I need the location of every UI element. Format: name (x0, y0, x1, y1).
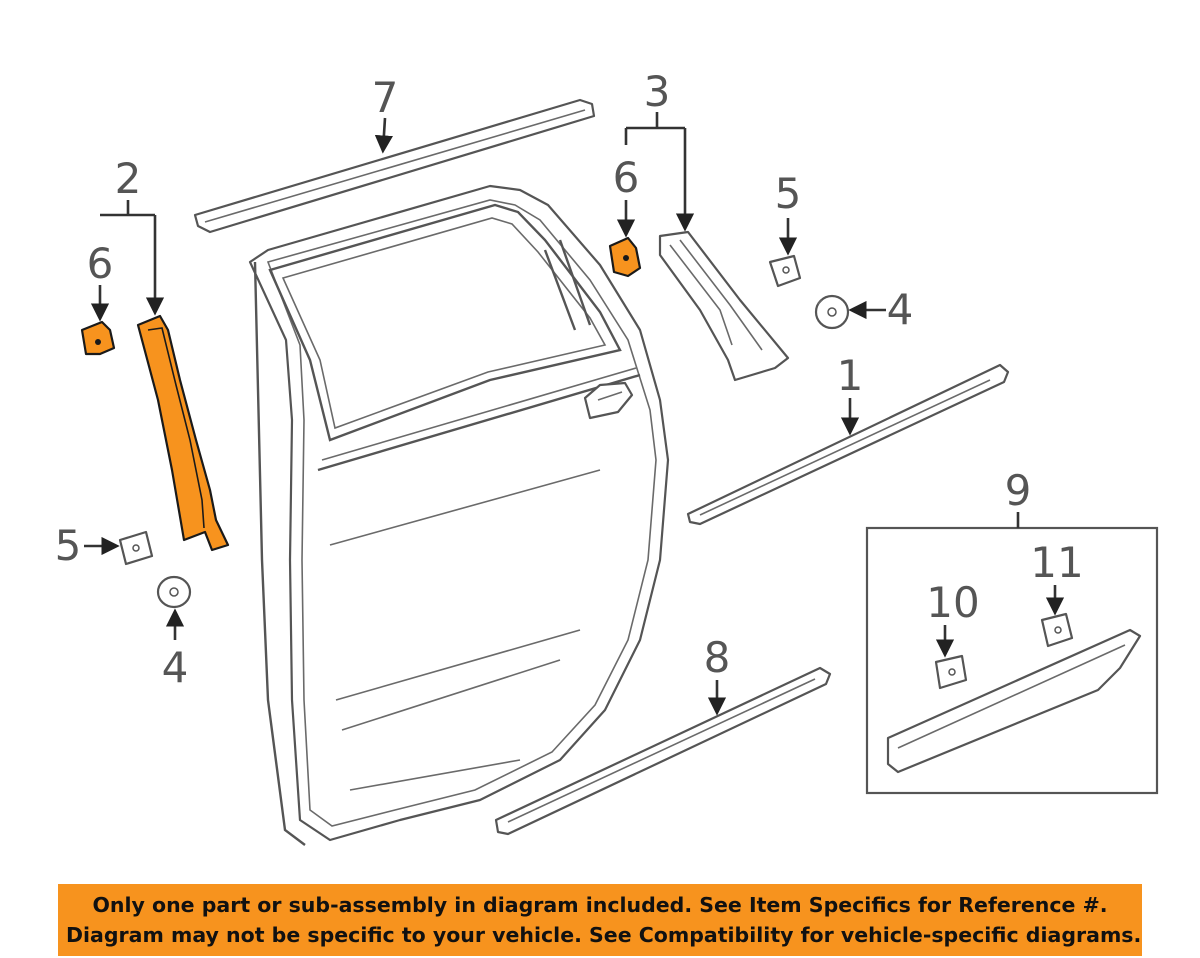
callout-6-right: 6 (613, 153, 640, 202)
part-11-clip (1040, 612, 1074, 648)
callout-11: 11 (1030, 538, 1083, 587)
part-9-kit-box (865, 526, 1159, 795)
part-10-clip (934, 654, 968, 690)
callout-6-left: 6 (87, 239, 114, 288)
part-5-clip-right (768, 254, 802, 288)
part-6-clip-right-highlighted (608, 236, 642, 278)
callout-3: 3 (644, 67, 671, 116)
callout-10: 10 (926, 578, 979, 627)
parts-diagram: 7 2 6 3 6 5 4 1 5 4 8 9 10 11 (55, 67, 1159, 846)
part-6-clip-left-highlighted (80, 320, 116, 356)
callout-4-left: 4 (162, 643, 189, 692)
callout-2: 2 (115, 154, 142, 203)
callout-9: 9 (1005, 466, 1032, 515)
callout-5-right: 5 (775, 169, 802, 218)
part-4-fastener-right (814, 294, 850, 330)
callout-leaders (84, 112, 1065, 716)
callout-5-left: 5 (55, 521, 82, 570)
part-5-clip-left (118, 530, 154, 566)
callout-8: 8 (704, 633, 731, 682)
part-3-pillar-moulding (658, 230, 790, 382)
callout-numbers: 7 2 6 3 6 5 4 1 5 4 8 9 10 11 (55, 67, 1084, 692)
callout-1: 1 (837, 351, 864, 400)
part-8-lower-moulding (494, 666, 832, 836)
part-4-fastener-left (156, 575, 192, 609)
rear-door-shell (248, 184, 670, 846)
part-1-belt-weatherstrip (686, 363, 1010, 526)
callout-4-right: 4 (887, 285, 914, 334)
callout-7: 7 (372, 73, 399, 122)
part-7-roof-moulding (193, 98, 596, 234)
disclaimer-line-1: Only one part or sub-assembly in diagram… (92, 893, 1108, 917)
disclaimer-banner: Only one part or sub-assembly in diagram… (58, 884, 1142, 956)
part-2-pillar-applique-highlighted (136, 314, 230, 552)
disclaimer-line-2: Diagram may not be specific to your vehi… (66, 923, 1142, 947)
